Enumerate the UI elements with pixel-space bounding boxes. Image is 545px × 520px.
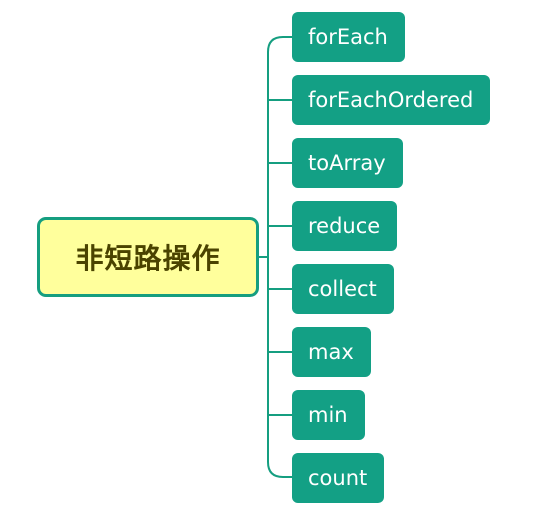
child-topic-label: forEachOrdered <box>308 88 474 112</box>
child-topic-label: forEach <box>308 25 388 49</box>
child-topic-label: max <box>308 340 354 364</box>
child-topic-label: count <box>308 466 368 490</box>
child-topic-label: collect <box>308 277 377 301</box>
child-topic-collect[interactable]: collect <box>292 264 394 314</box>
child-topic-min[interactable]: min <box>292 390 365 440</box>
root-topic-label: 非短路操作 <box>75 242 221 275</box>
child-topic-foreachordered[interactable]: forEachOrdered <box>292 75 491 125</box>
child-topic-toarray[interactable]: toArray <box>292 138 403 188</box>
child-topic-label: reduce <box>308 214 381 238</box>
child-topic-max[interactable]: max <box>292 327 371 377</box>
child-topic-label: min <box>308 403 348 427</box>
child-topic-count[interactable]: count <box>292 453 385 503</box>
child-topic-foreach[interactable]: forEach <box>292 12 405 62</box>
child-topic-reduce[interactable]: reduce <box>292 201 398 251</box>
child-topic-label: toArray <box>308 151 386 175</box>
root-topic[interactable]: 非短路操作 <box>37 217 259 297</box>
branch-spine <box>267 36 284 478</box>
